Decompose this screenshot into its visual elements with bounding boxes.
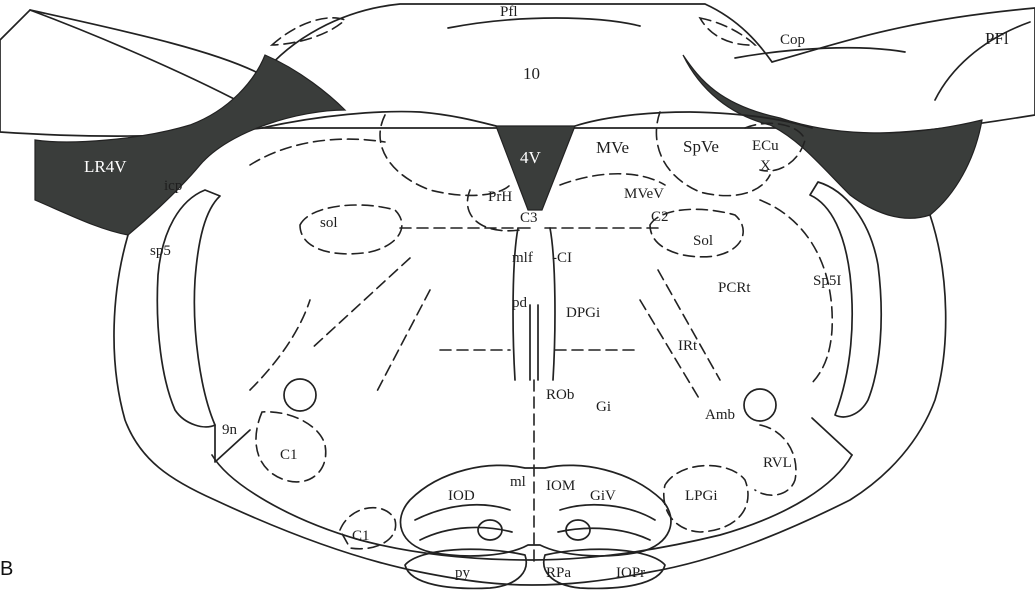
panel-label: B (0, 558, 13, 581)
label-rob: ROb (546, 387, 574, 403)
label-rvl: RVL (763, 455, 792, 471)
label-gi: Gi (596, 399, 611, 415)
spve-left-boundary (250, 139, 385, 165)
label-sol-left: sol (320, 215, 338, 231)
mvev-boundary (560, 174, 665, 185)
label-mvev: MVeV (624, 186, 664, 202)
label-9n: 9n (222, 422, 238, 438)
label-rpa: RPa (546, 565, 571, 581)
label-iopr: IOPr (616, 565, 645, 581)
label-pd: pd (512, 295, 528, 311)
label-ml: ml (510, 474, 526, 490)
9n-line-right (812, 418, 852, 455)
label-10: 10 (523, 64, 540, 83)
label-mlf: mlf (512, 250, 533, 266)
radial-left-2 (375, 290, 430, 395)
label-c2: C2 (651, 209, 669, 225)
label-pfl: Pfl (500, 4, 518, 20)
amb-circle-right (744, 389, 776, 421)
sol-left-boundary (300, 205, 402, 254)
sp5-tract-left (157, 190, 220, 427)
label-iom: IOM (546, 478, 575, 494)
label-c3: C3 (520, 210, 538, 226)
label-iod: IOD (448, 488, 475, 504)
label-prh: PrH (488, 189, 512, 205)
label-spve: SpVe (683, 137, 719, 156)
label-dpgi: DPGi (566, 305, 600, 321)
label-sp5: sp5 (150, 243, 171, 259)
label-sol-right: Sol (693, 233, 713, 249)
label-c1-lower: C1 (352, 528, 370, 544)
label-4v: 4V (520, 148, 542, 167)
cerebellum-outline (0, 4, 1035, 136)
label-sp5i: Sp5I (813, 273, 841, 289)
label-irt: IRt (678, 338, 698, 354)
label-ci: -CI (552, 250, 572, 266)
radial-left-1 (310, 258, 410, 350)
label-py: py (455, 565, 471, 581)
label-ecu: ECu (752, 138, 779, 154)
label-x: X (760, 158, 771, 174)
pd-column (530, 305, 538, 380)
label-lpgi: LPGi (685, 488, 718, 504)
label-mve: MVe (596, 138, 629, 157)
radial-right-1 (658, 270, 720, 380)
label-pfl-right: PFl (985, 29, 1009, 48)
label-amb: Amb (705, 407, 735, 423)
label-lr4v: LR4V (84, 157, 127, 176)
label-c1-upper: C1 (280, 447, 298, 463)
pcrt-boundary (760, 200, 832, 385)
sp5i-inner (250, 300, 310, 390)
label-giv: GiV (590, 488, 616, 504)
label-pcrt: PCRt (718, 280, 751, 296)
label-cop: Cop (780, 32, 805, 48)
sp5-tract-right (810, 182, 881, 417)
ioPr-lamella (558, 505, 655, 540)
label-icp: icp (164, 178, 182, 194)
amb-circle-left (284, 379, 316, 411)
